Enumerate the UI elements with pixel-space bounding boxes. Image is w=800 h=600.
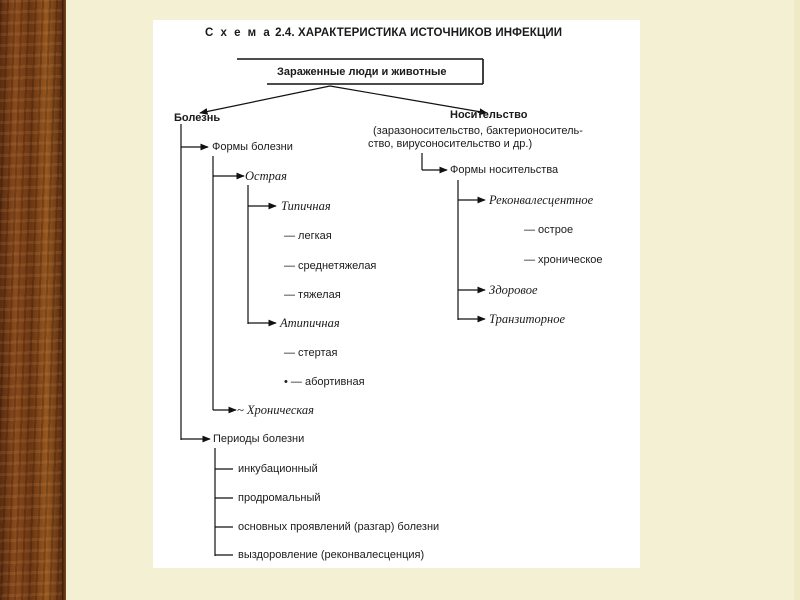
disease-node: Болезнь <box>174 112 221 124</box>
convalescent-node: Реконвалесцентное <box>489 193 594 207</box>
healthy-node: Здоровое <box>489 283 538 297</box>
period-item: основных проявлений (разгар) болезни <box>238 521 440 533</box>
wood-frame-left <box>0 0 62 600</box>
diagram-sheet <box>153 20 640 568</box>
period-item: инкубационный <box>238 463 318 475</box>
typical-node: Типичная <box>281 199 331 213</box>
disease-forms-node: Формы болезни <box>212 141 293 153</box>
carrier-node: Носительство <box>450 109 528 121</box>
wood-frame-edge <box>62 0 66 600</box>
acute-node: Острая <box>245 169 287 183</box>
typical-item: — легкая <box>284 230 332 242</box>
carrier-desc-line1: (заразоносительство, бактерионоситель- <box>373 125 583 137</box>
typical-item: — тяжелая <box>284 289 341 301</box>
root-node: Зараженные люди и животные <box>277 66 447 78</box>
diagram-title: С х е м а 2.4. ХАРАКТЕРИСТИКА ИСТОЧНИКОВ… <box>205 27 562 40</box>
carrier-forms-node: Формы носительства <box>450 164 559 176</box>
frame-right-edge <box>794 0 800 600</box>
transient-node: Транзиторное <box>489 312 565 326</box>
title-label: С х е м а <box>205 27 272 39</box>
carrier-desc-line2: ство, вирусоносительство и др.) <box>368 138 533 150</box>
periods-node: Периоды болезни <box>213 433 305 445</box>
convalescent-item: — хроническое <box>524 254 603 266</box>
typical-item: — среднетяжелая <box>284 260 377 272</box>
period-item: продромальный <box>238 492 321 504</box>
atypical-item: • — абортивная <box>284 376 365 388</box>
period-item: выздоровление (реконвалесценция) <box>238 549 425 561</box>
chronic-node: ~ Хроническая <box>237 403 314 417</box>
title-text: 2.4. ХАРАКТЕРИСТИКА ИСТОЧНИКОВ ИНФЕКЦИИ <box>275 27 563 39</box>
atypical-item: — стертая <box>284 347 338 359</box>
atypical-node: Атипичная <box>280 316 340 330</box>
convalescent-item: — острое <box>524 224 574 236</box>
